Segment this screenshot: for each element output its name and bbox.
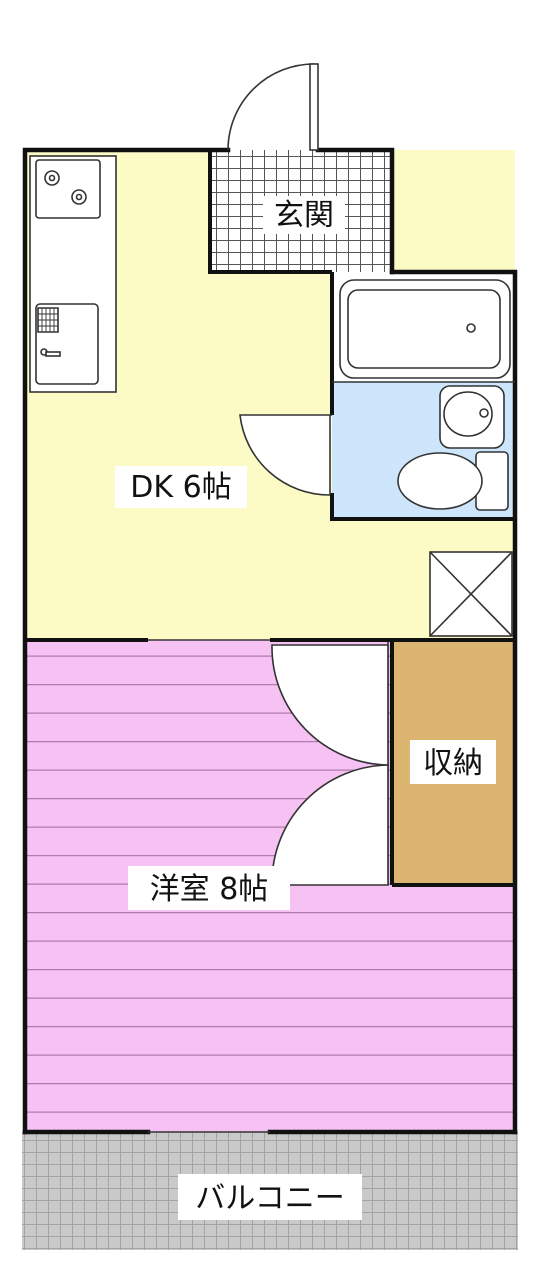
kitchen-counter [29,155,117,393]
bathtub [339,279,511,379]
balcony-label: バルコニー [195,1181,344,1216]
entrance-label: 玄関 [274,198,334,233]
dining-kitchen-label: DK 6帖 [130,470,231,505]
washbasin [439,385,505,449]
storage-label: 収納 [423,746,483,781]
front-door [227,63,319,151]
outer-walls [22,147,518,1135]
closet-box [429,551,513,637]
western-room-label: 洋室 8帖 [150,872,269,907]
bathroom-door [239,414,332,496]
interior-walls [25,150,515,887]
toilet [397,451,509,511]
